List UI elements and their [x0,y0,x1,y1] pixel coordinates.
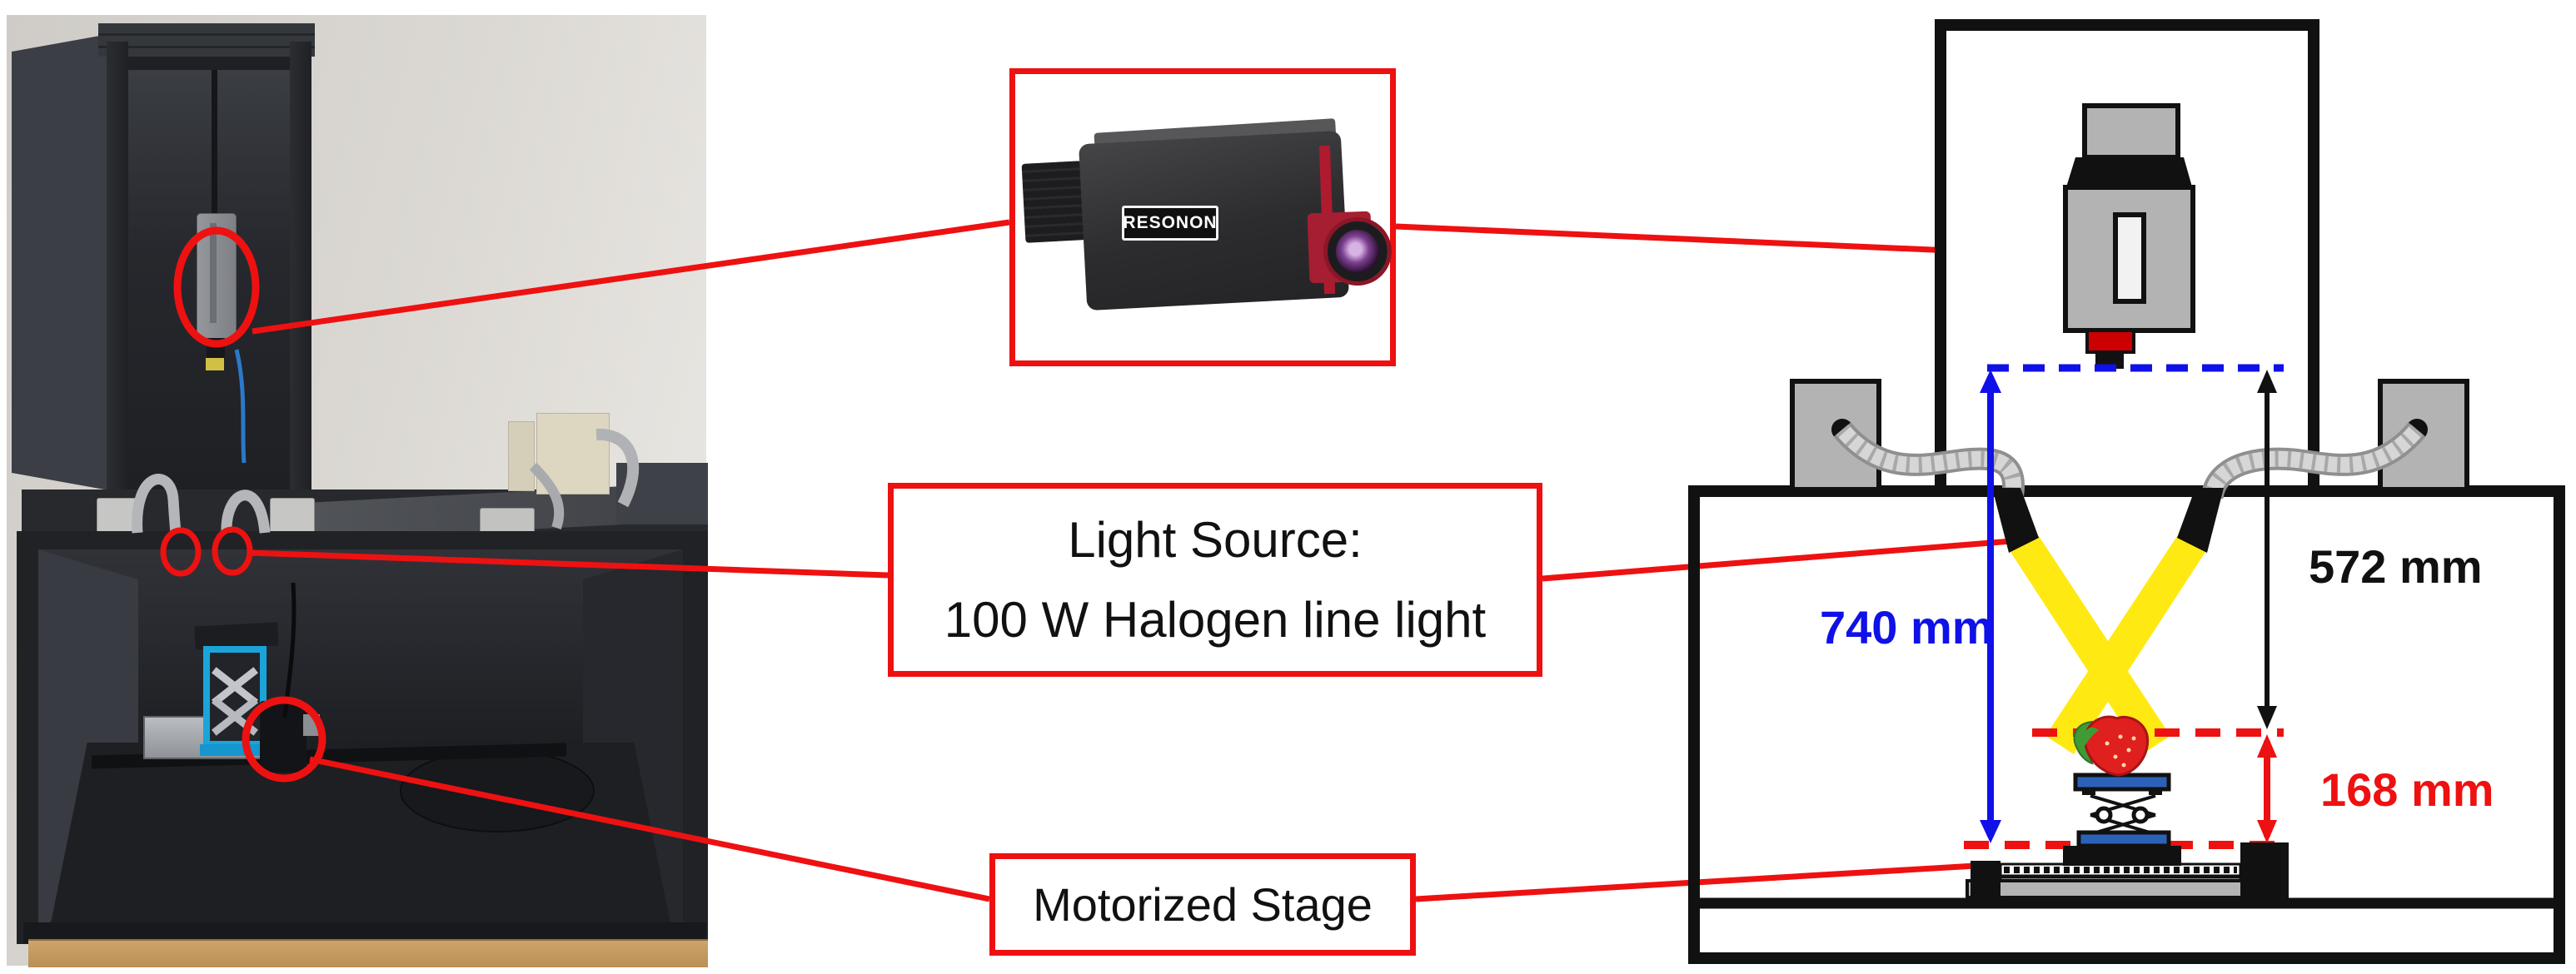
camera-lens-mount [2085,329,2135,354]
photo-jack-base [200,744,270,756]
light-callout-line [1542,537,2023,582]
light-source-line1: Light Source: [1068,512,1363,568]
light-source-line2: 100 W Halogen line light [944,592,1487,648]
photo-table-wood-strip [28,939,708,967]
camera-brand-text: RESONON [1123,213,1218,232]
label-168mm: 168 mm [2320,763,2494,816]
schematic-motorized-stage [1966,839,2289,899]
photo-upper-lintel [128,57,290,70]
strawberry-sample [2073,715,2150,777]
photo-light-hose [221,489,271,534]
stage-end-block-left [1971,861,2001,899]
measurement-740mm-arrow [1980,370,2001,843]
light-source-callout-box: Light Source: 100 W Halogen line light [888,483,1542,677]
photo-light-hose [529,462,565,530]
strawberry-body [2084,715,2150,777]
camera-product-lens [1328,221,1388,281]
label-572mm: 572 mm [2309,540,2483,593]
photo-lamp-controller [508,421,535,491]
stage-base-plate [1966,879,2244,899]
photo-light-hose [132,474,182,534]
camera-callout-box: RESONON [1009,68,1396,366]
light-callout-line [248,549,889,579]
jack-bottom-platform [2076,830,2171,848]
photo-door-panel [12,33,113,491]
strawberry-sepal [2080,727,2099,750]
measurement-572mm-arrow [2257,370,2277,729]
camera-brand-label: RESONON [1122,206,1218,241]
stage-end-block-right [2240,842,2289,899]
jack-pivot [2131,806,2150,824]
photo-yellow-tape [206,358,224,370]
photo-light-hose [595,428,640,508]
jack-pivot [2095,806,2113,824]
photo-turntable [400,749,595,832]
setup-photograph [0,0,750,974]
camera-product-attachment [1021,161,1086,243]
photo-frame-post-right [290,42,311,495]
photo-stage-motor [260,701,306,773]
measurement-168mm-arrow [2257,734,2277,843]
light-beam-right [2045,536,2207,754]
motorized-stage-label: Motorized Stage [1033,878,1373,931]
camera-shoulder [2065,157,2193,190]
lower-enclosure-box [1688,485,2565,964]
light-annotation-circle [212,526,253,576]
fiber-conduit-left [1833,421,2025,500]
line-light-head-right [2177,488,2224,553]
photo-frame-post-left [107,42,128,495]
light-annotation-circle [160,527,202,577]
jack-top-platform [2073,773,2171,792]
schematic-scissor-jack [2073,773,2171,848]
schematic-diagram: 740 mm 572 mm 168 mm [1688,19,2565,964]
photo-camera-slot [210,223,217,323]
stage-carriage [2063,846,2181,866]
photo-top-beam [98,23,315,57]
line-light-head-left [1992,488,2039,553]
stage-callout-line [309,756,990,902]
camera-callout-line [252,219,1010,335]
camera-top-block [2082,103,2180,160]
motorized-stage-callout-box: Motorized Stage [989,853,1416,956]
photo-camera-mount-rod [212,70,217,213]
photo-bracket [270,498,315,534]
light-beam-left [2009,536,2170,754]
stage-annotation-circle [242,696,326,783]
label-740mm: 740 mm [1820,601,1994,653]
camera-slit-window [2113,212,2146,304]
photo-black-cable [282,582,296,718]
camera-annotation-circle [173,226,260,348]
schematic-camera [2063,103,2195,369]
fiber-conduit-right [2200,421,2426,500]
photo-blue-cable [234,349,247,464]
